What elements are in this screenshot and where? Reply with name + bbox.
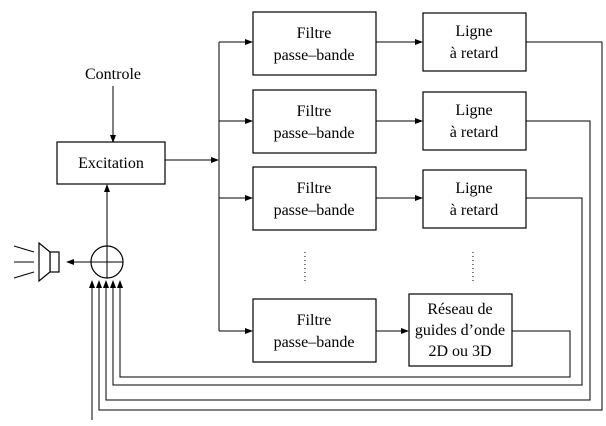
waveguide-mesh-block: Réseau de guides d’onde 2D ou 3D xyxy=(408,293,513,367)
bandpass-filter-block: Filtre passe–bande xyxy=(252,166,377,231)
waveguide-label-line1: Réseau de xyxy=(427,301,492,318)
control-arrow xyxy=(110,86,116,143)
summer-to-speaker-arrow xyxy=(66,259,91,265)
feedback-path-4 xyxy=(119,288,571,378)
delay-label-line2: à retard xyxy=(450,124,498,141)
control-label: Controle xyxy=(85,66,141,83)
excitation-label: Excitation xyxy=(78,155,144,172)
branch-2: Filtre passe–bande Ligne à retard xyxy=(103,89,591,401)
branch-3: Filtre passe–bande Ligne à retard xyxy=(110,166,583,386)
delay-label-line2: à retard xyxy=(450,202,498,219)
feedback-path-outer xyxy=(98,42,603,411)
filter-label-line1: Filtre xyxy=(297,25,332,42)
delay-label-line1: Ligne xyxy=(455,180,492,197)
filter-label-line1: Filtre xyxy=(297,103,332,120)
bandpass-filter-block: Filtre passe–bande xyxy=(252,11,377,76)
excitation-to-bus-connector xyxy=(165,157,219,163)
excitation-block: Excitation xyxy=(56,141,166,185)
filter-label-line2: passe–bande xyxy=(274,334,355,351)
delay-line-block: Ligne à retard xyxy=(422,169,527,229)
waveguide-label-line3: 2D ou 3D xyxy=(428,343,491,360)
feedback-path-2 xyxy=(105,120,591,401)
waveguide-label-line2: guides d’onde xyxy=(415,322,505,339)
branch-4: Filtre passe–bande Réseau de guides d’on… xyxy=(117,280,571,378)
bandpass-filter-block: Filtre passe–bande xyxy=(252,298,377,363)
filter-label-line1: Filtre xyxy=(297,312,332,329)
delay-line-block: Ligne à retard xyxy=(422,91,527,151)
delay-label-line2: à retard xyxy=(450,45,498,62)
filter-label-line2: passe–bande xyxy=(274,202,355,219)
filter-label-line1: Filtre xyxy=(297,180,332,197)
speaker-icon xyxy=(13,241,60,283)
delay-line-block: Ligne à retard xyxy=(422,12,527,72)
delay-label-line1: Ligne xyxy=(455,23,492,40)
feedback-path-3 xyxy=(112,197,583,386)
branch-1: Filtre passe–bande Ligne à retard xyxy=(219,11,602,76)
filter-label-line2: passe–bande xyxy=(274,125,355,142)
bandpass-filter-block: Filtre passe–bande xyxy=(252,89,377,154)
filter-label-line2: passe–bande xyxy=(274,47,355,64)
delay-label-line1: Ligne xyxy=(455,102,492,119)
summing-junction xyxy=(90,245,124,279)
summer-to-excitation-arrow xyxy=(104,184,110,246)
